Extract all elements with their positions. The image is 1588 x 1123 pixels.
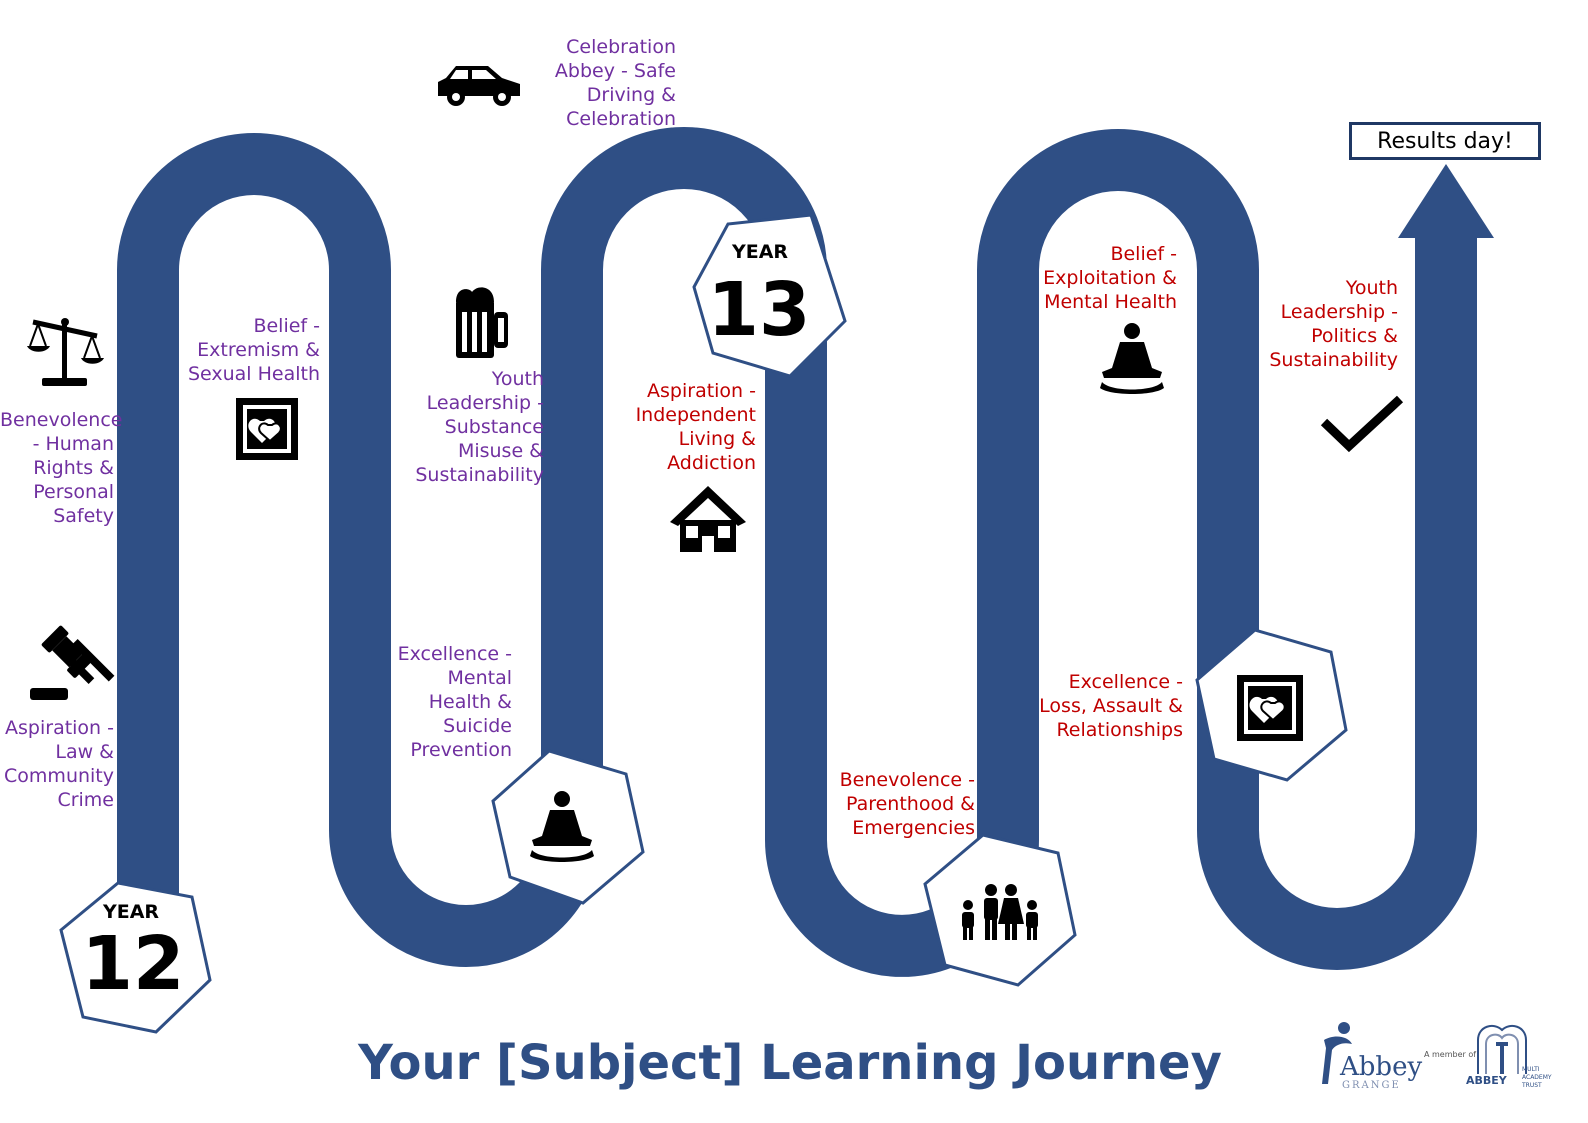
trust-sub2: ACADEMY (1522, 1074, 1552, 1081)
meditation-icon (530, 791, 594, 862)
topic-youth-substance: Youth Leadership - Substance Misuse & Su… (415, 368, 544, 486)
results-day-label: Results day! (1377, 128, 1513, 154)
topic-celebration: Celebration Abbey - Safe Driving & Celeb… (554, 36, 676, 130)
checkmark-icon (1320, 395, 1404, 453)
topic-youth-politics: Youth Leadership - Politics & Sustainabi… (1269, 277, 1398, 371)
scales-icon (27, 318, 104, 386)
trust-name: ABBEY (1466, 1074, 1507, 1087)
topic-aspiration-law: Aspiration - Law & Community Crime (4, 717, 114, 811)
gavel-icon (30, 625, 115, 700)
abbey-grange-sub: GRANGE (1342, 1080, 1401, 1091)
up-arrow-icon (1398, 164, 1494, 238)
abbey-trust-emblem (1477, 1024, 1527, 1074)
family-icon (962, 884, 1038, 940)
year13-number: 13 (707, 267, 811, 353)
family-hexagon (923, 833, 1077, 987)
year12-number: 12 (81, 921, 185, 1007)
page-title: Your [Subject] Learning Journey (358, 1035, 1222, 1091)
topic-excellence-mental: Excellence - Mental Health & Suicide Pre… (397, 643, 512, 761)
topic-belief-exploitation: Belief - Exploitation & Mental Health (1043, 243, 1177, 313)
beer-mug-icon (456, 287, 508, 358)
meditation-icon (1100, 323, 1164, 394)
trust-sub3: TRUST (1522, 1082, 1542, 1089)
abbey-grange-emblem (1322, 1022, 1352, 1084)
results-day-box: Results day! (1349, 122, 1541, 160)
member-text: A member of (1424, 1050, 1477, 1059)
abbey-grange-logo: Abbey GRANGE (1318, 1018, 1422, 1094)
abbey-grange-name: Abbey (1340, 1052, 1423, 1082)
topic-benevolence-parenthood: Benevolence - Parenthood & Emergencies (839, 769, 975, 839)
house-icon (670, 486, 746, 552)
topic-benevolence-human-rights: Benevolence - Human Rights & Personal Sa… (0, 409, 123, 527)
year13-label: YEAR (731, 241, 789, 263)
abbey-trust-logo: ABBEY MULTI ACADEMY TRUST (1464, 1020, 1556, 1090)
topic-aspiration-independent: Aspiration - Independent Living & Addict… (635, 380, 756, 474)
heart-stamp-icon (1237, 675, 1303, 741)
year12-hexagon (59, 881, 212, 1034)
car-icon (438, 66, 520, 106)
year13-hexagon (692, 213, 847, 378)
year12-label: YEAR (102, 901, 160, 923)
topic-excellence-loss: Excellence - Loss, Assault & Relationshi… (1039, 671, 1183, 741)
heart-stamp-icon (236, 398, 298, 460)
topic-belief-extremism: Belief - Extremism & Sexual Health (187, 315, 320, 385)
trust-sub1: MULTI (1522, 1066, 1540, 1073)
